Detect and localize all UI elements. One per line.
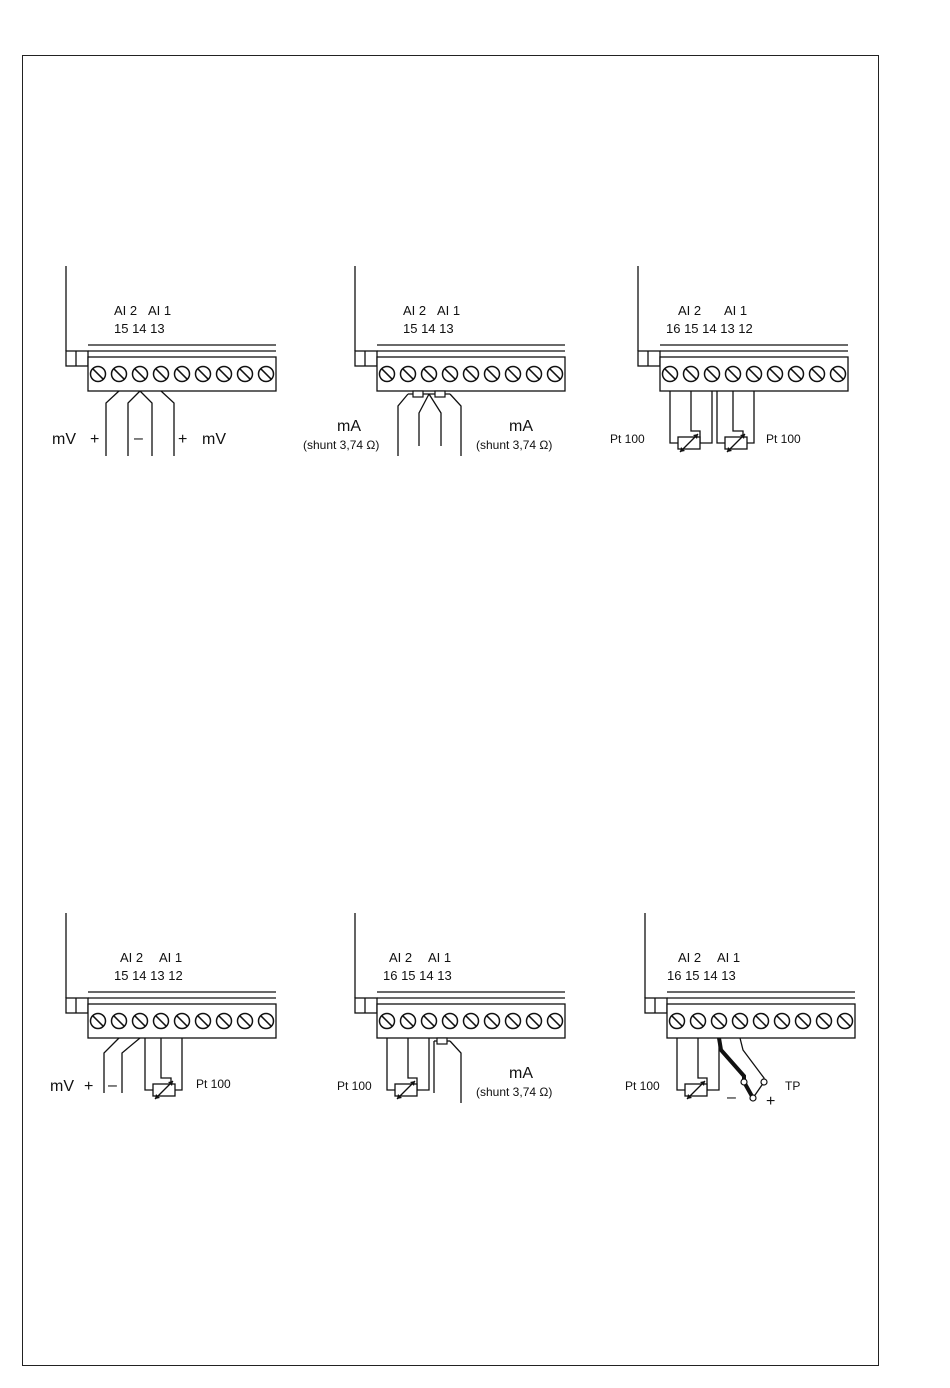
ai1-label: AI 1 [717, 950, 740, 965]
pt100-label: Pt 100 [625, 1079, 660, 1093]
pt100-label: Pt 100 [337, 1079, 372, 1093]
tc-minus-label: – [727, 1089, 736, 1106]
terminal-numbers: 15 14 13 12 [114, 968, 183, 983]
shunt-label: (shunt 3,74 Ω) [476, 1085, 552, 1099]
tc-plus-label: + [766, 1093, 775, 1110]
diagram-ma-ma: AI 2 AI 1 15 14 13 mA (shunt 3,74 Ω) mA … [303, 266, 565, 456]
diagram-pt100-ma: AI 2 AI 1 16 15 14 13 Pt 100 mA (shunt 3… [337, 913, 565, 1103]
tp-label: TP [785, 1079, 800, 1093]
ma-label: mA [509, 1065, 533, 1082]
pt100-right-label: Pt 100 [766, 432, 801, 446]
terminal-numbers: 16 15 14 13 [667, 968, 736, 983]
ai2-label: AI 2 [678, 950, 701, 965]
minus-common: – [134, 430, 143, 447]
ai1-label: AI 1 [428, 950, 451, 965]
minus-label: – [108, 1077, 117, 1094]
diagram-mv-mv: AI 2 AI 1 15 14 13 mV + – + mV [52, 266, 276, 456]
terminal-numbers: 15 14 13 [403, 321, 454, 336]
ai1-label: AI 1 [148, 303, 171, 318]
ai2-label: AI 2 [389, 950, 412, 965]
shunt-left-label: (shunt 3,74 Ω) [303, 438, 379, 452]
shunt-right-label: (shunt 3,74 Ω) [476, 438, 552, 452]
diagram-pt100-thermocouple: AI 2 AI 1 16 15 14 13 Pt 100 – + TP [625, 913, 855, 1110]
plus-label: + [84, 1078, 93, 1095]
diagram-pt100-pt100: AI 2 AI 1 16 15 14 13 12 Pt 100 Pt 100 [610, 266, 848, 452]
plus-right: + [178, 431, 187, 448]
terminal-numbers: 15 14 13 [114, 321, 165, 336]
ma-right-label: mA [509, 418, 533, 435]
ai1-label: AI 1 [437, 303, 460, 318]
mv-left-label: mV [52, 431, 76, 448]
terminal-numbers: 16 15 14 13 12 [666, 321, 753, 336]
pt100-left-label: Pt 100 [610, 432, 645, 446]
ai1-label: AI 1 [159, 950, 182, 965]
ai1-label: AI 1 [724, 303, 747, 318]
mv-label: mV [50, 1078, 74, 1095]
pt100-label: Pt 100 [196, 1077, 231, 1091]
ai2-label: AI 2 [678, 303, 701, 318]
plus-left: + [90, 431, 99, 448]
ai2-label: AI 2 [114, 303, 137, 318]
terminal-numbers: 16 15 14 13 [383, 968, 452, 983]
diagram-mv-pt100: AI 2 AI 1 15 14 13 12 mV + – Pt 100 [50, 913, 276, 1099]
ma-left-label: mA [337, 418, 361, 435]
ai2-label: AI 2 [403, 303, 426, 318]
ai2-label: AI 2 [120, 950, 143, 965]
mv-right-label: mV [202, 431, 226, 448]
